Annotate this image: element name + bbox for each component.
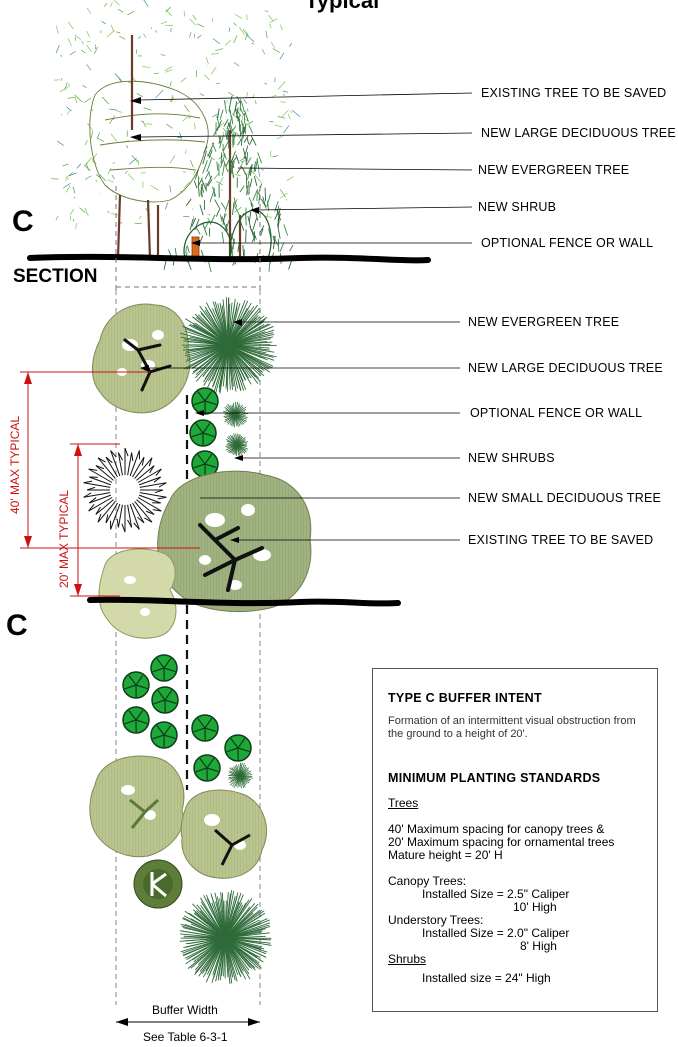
section-label-large-deciduous: NEW LARGE DECIDUOUS TREE — [481, 126, 676, 140]
section-label-evergreen: NEW EVERGREEN TREE — [478, 163, 630, 177]
trees-line-3: Mature height = 20' H — [388, 848, 503, 862]
plan-label-small-deciduous: NEW SMALL DECIDUOUS TREE — [468, 491, 662, 505]
plan-label-large-deciduous: NEW LARGE DECIDUOUS TREE — [468, 361, 663, 375]
plan-label-existing-tree: EXISTING TREE TO BE SAVED — [468, 533, 654, 547]
section-large-deciduous-tree — [89, 80, 209, 203]
section-letter-top: C — [12, 205, 34, 238]
plan-evergreen-tree-2 — [179, 890, 272, 985]
plan-label-fence: OPTIONAL FENCE OR WALL — [470, 406, 643, 420]
section-leaders — [139, 92, 473, 244]
plan-small-deciduous-outline — [83, 447, 167, 533]
section-ground-line — [27, 253, 431, 264]
standards-heading: MINIMUM PLANTING STANDARDS — [388, 771, 601, 785]
trees-line-2: 20' Maximum spacing for ornamental trees — [388, 835, 615, 849]
plan-large-deciduous-tree-1 — [92, 303, 191, 414]
intent-heading: TYPE C BUFFER INTENT — [388, 691, 542, 705]
buffer-table-reference: See Table 6-3-1 — [143, 1030, 228, 1044]
plan-ground-line — [87, 596, 401, 607]
shrubs-size: Installed size = 24" High — [422, 971, 551, 985]
plan-view — [20, 290, 460, 1026]
dimension-label-20: 20' MAX TYPICAL — [57, 489, 71, 588]
plan-large-deciduous-tree-2 — [89, 755, 185, 858]
plan-large-deciduous-tree-3 — [180, 789, 267, 879]
canopy-height: 10' High — [513, 900, 557, 914]
section-trunks — [116, 35, 242, 259]
plan-dark-deciduous-tree — [133, 859, 183, 909]
plan-label-evergreen: NEW EVERGREEN TREE — [468, 315, 620, 329]
section-label-shrub: NEW SHRUB — [478, 200, 557, 214]
section-title: SECTION — [13, 266, 98, 287]
section-label-existing-tree: EXISTING TREE TO BE SAVED — [481, 86, 667, 100]
plan-label-shrubs: NEW SHRUBS — [468, 451, 555, 465]
understory-heading: Understory Trees: — [388, 913, 484, 927]
plan-shrubs — [122, 387, 252, 782]
plan-small-deciduous-tree — [98, 548, 177, 639]
shrubs-heading: Shrubs — [388, 952, 427, 966]
dimension-label-40: 40' MAX TYPICAL — [8, 415, 22, 514]
section-evergreen-tree — [163, 95, 294, 273]
understory-height: 8' High — [520, 939, 557, 953]
trees-heading: Trees — [388, 796, 419, 810]
canopy-size: Installed Size = 2.5" Caliper — [422, 887, 570, 901]
dimension-lines — [20, 371, 200, 597]
plan-leaders — [145, 321, 460, 541]
understory-size: Installed Size = 2.0" Caliper — [422, 926, 570, 940]
buffer-intent-box: TYPE C BUFFER INTENT Formation of an int… — [372, 668, 658, 1012]
section-label-fence: OPTIONAL FENCE OR WALL — [481, 236, 654, 250]
buffer-width-label: Buffer Width — [152, 1003, 218, 1017]
section-letter-plan: C — [6, 609, 28, 642]
section-view — [27, 0, 473, 290]
intent-description: Formation of an intermittent visual obst… — [388, 715, 636, 740]
canopy-heading: Canopy Trees: — [388, 874, 467, 888]
plan-small-shrubs — [222, 401, 253, 789]
diagram-title-fragment: Typical — [305, 0, 380, 13]
plan-evergreen-tree-1 — [180, 296, 277, 394]
trees-line-1: 40' Maximum spacing for canopy trees & — [388, 822, 605, 836]
